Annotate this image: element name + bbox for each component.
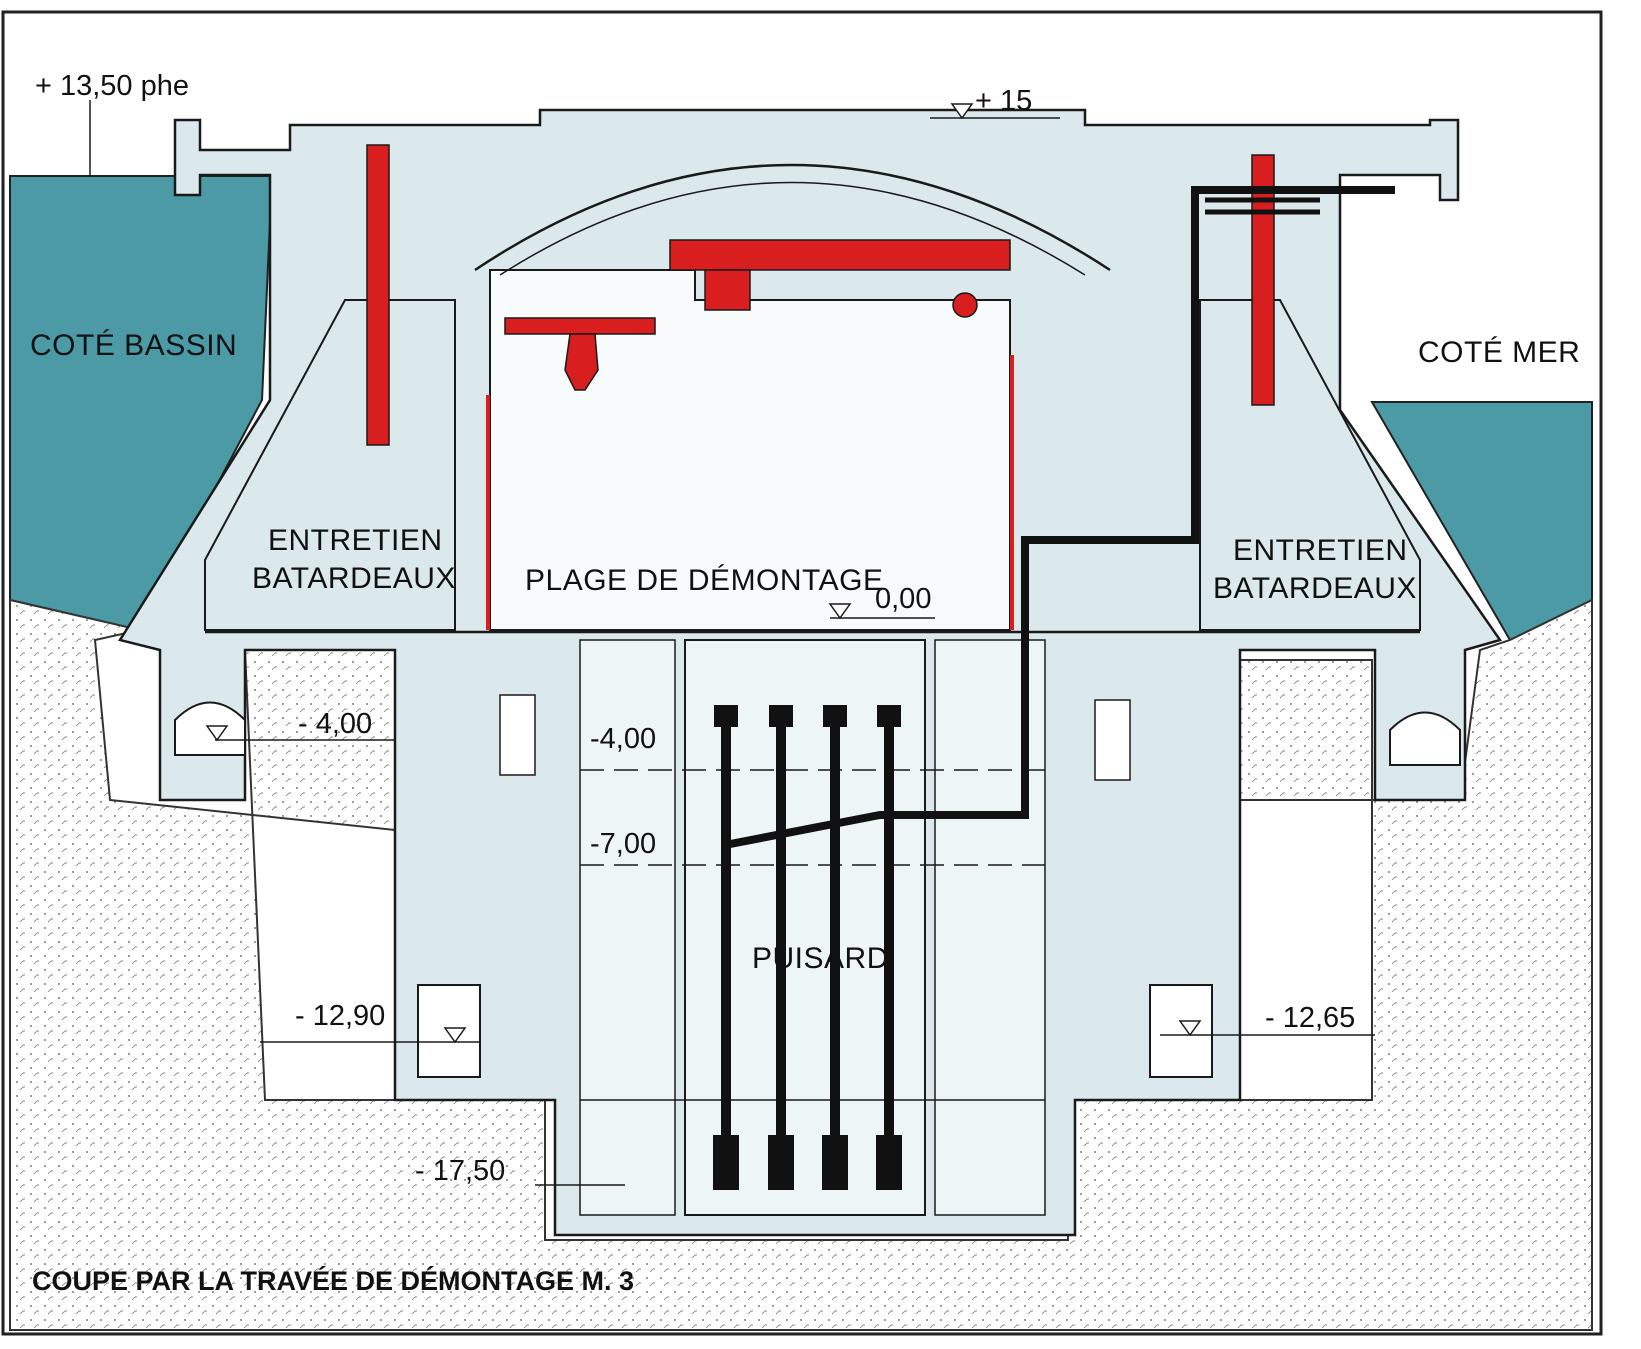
label-sea-side: COTÉ MER [1418,336,1580,369]
elevation-bottom: - 17,50 [415,1155,505,1187]
figure-caption: COUPE PAR LA TRAVÉE DE DÉMONTAGE M. 3 [32,1265,634,1296]
roof-arch-inner [499,181,1086,276]
small-crane-beam [504,317,656,335]
elevation-water-level: + 13,50 phe [35,70,189,102]
overhead-crane-left-truck [704,269,751,311]
right-niche [1094,699,1131,781]
pump-column-2 [776,710,786,1190]
pump-column-4 [884,710,894,1190]
elevation-left-low: - 12,90 [295,1000,385,1032]
elevation-right-low: - 12,65 [1265,1002,1355,1034]
label-left-room-1: ENTRETIEN [268,524,443,557]
discharge-pipe-2 [1205,197,1320,215]
pump-head-1 [714,705,738,727]
left-shaft [579,639,676,1216]
elevation-inner-4: -4,00 [590,723,656,755]
right-low-gallery [1149,984,1213,1078]
elevation-floor: 0,00 [875,583,931,615]
right-gallery [1389,711,1461,766]
label-right-room-1: ENTRETIEN [1233,534,1408,567]
right-gate-leaf [1251,154,1275,406]
pump-column-3 [830,710,840,1190]
pump-columns [713,705,902,1190]
roof-arch [474,163,1111,272]
label-basin-side: COTÉ BASSIN [30,329,237,362]
pump-foot-3 [822,1135,848,1190]
left-niche [499,694,536,776]
overhead-crane-bridge [669,239,1011,271]
elevation-markers [89,100,1375,1186]
pump-head-4 [877,705,901,727]
discharge-pipe [724,186,1395,849]
elevation-roof: + 15 [975,85,1032,117]
label-disassembly-area: PLAGE DE DÉMONTAGE [525,564,884,597]
elevation-inner-7: -7,00 [590,828,656,860]
label-right-room-2: BATARDEAUX [1213,572,1417,605]
left-room [204,299,456,631]
pump-foot-4 [876,1135,902,1190]
figure-border [1,10,1603,1336]
label-left-room-2: BATARDEAUX [252,562,456,595]
pump-head-2 [769,705,793,727]
small-crane-hook [564,333,599,391]
label-sump: PUISARD [752,942,889,975]
pump-foot-2 [768,1135,794,1190]
pump-foot-1 [713,1135,739,1190]
left-gate-leaf [366,144,390,446]
crane-hook-block [952,292,978,318]
elevation-gallery-left: - 4,00 [298,708,372,740]
pump-column-1 [721,710,731,1190]
pump-head-3 [823,705,847,727]
